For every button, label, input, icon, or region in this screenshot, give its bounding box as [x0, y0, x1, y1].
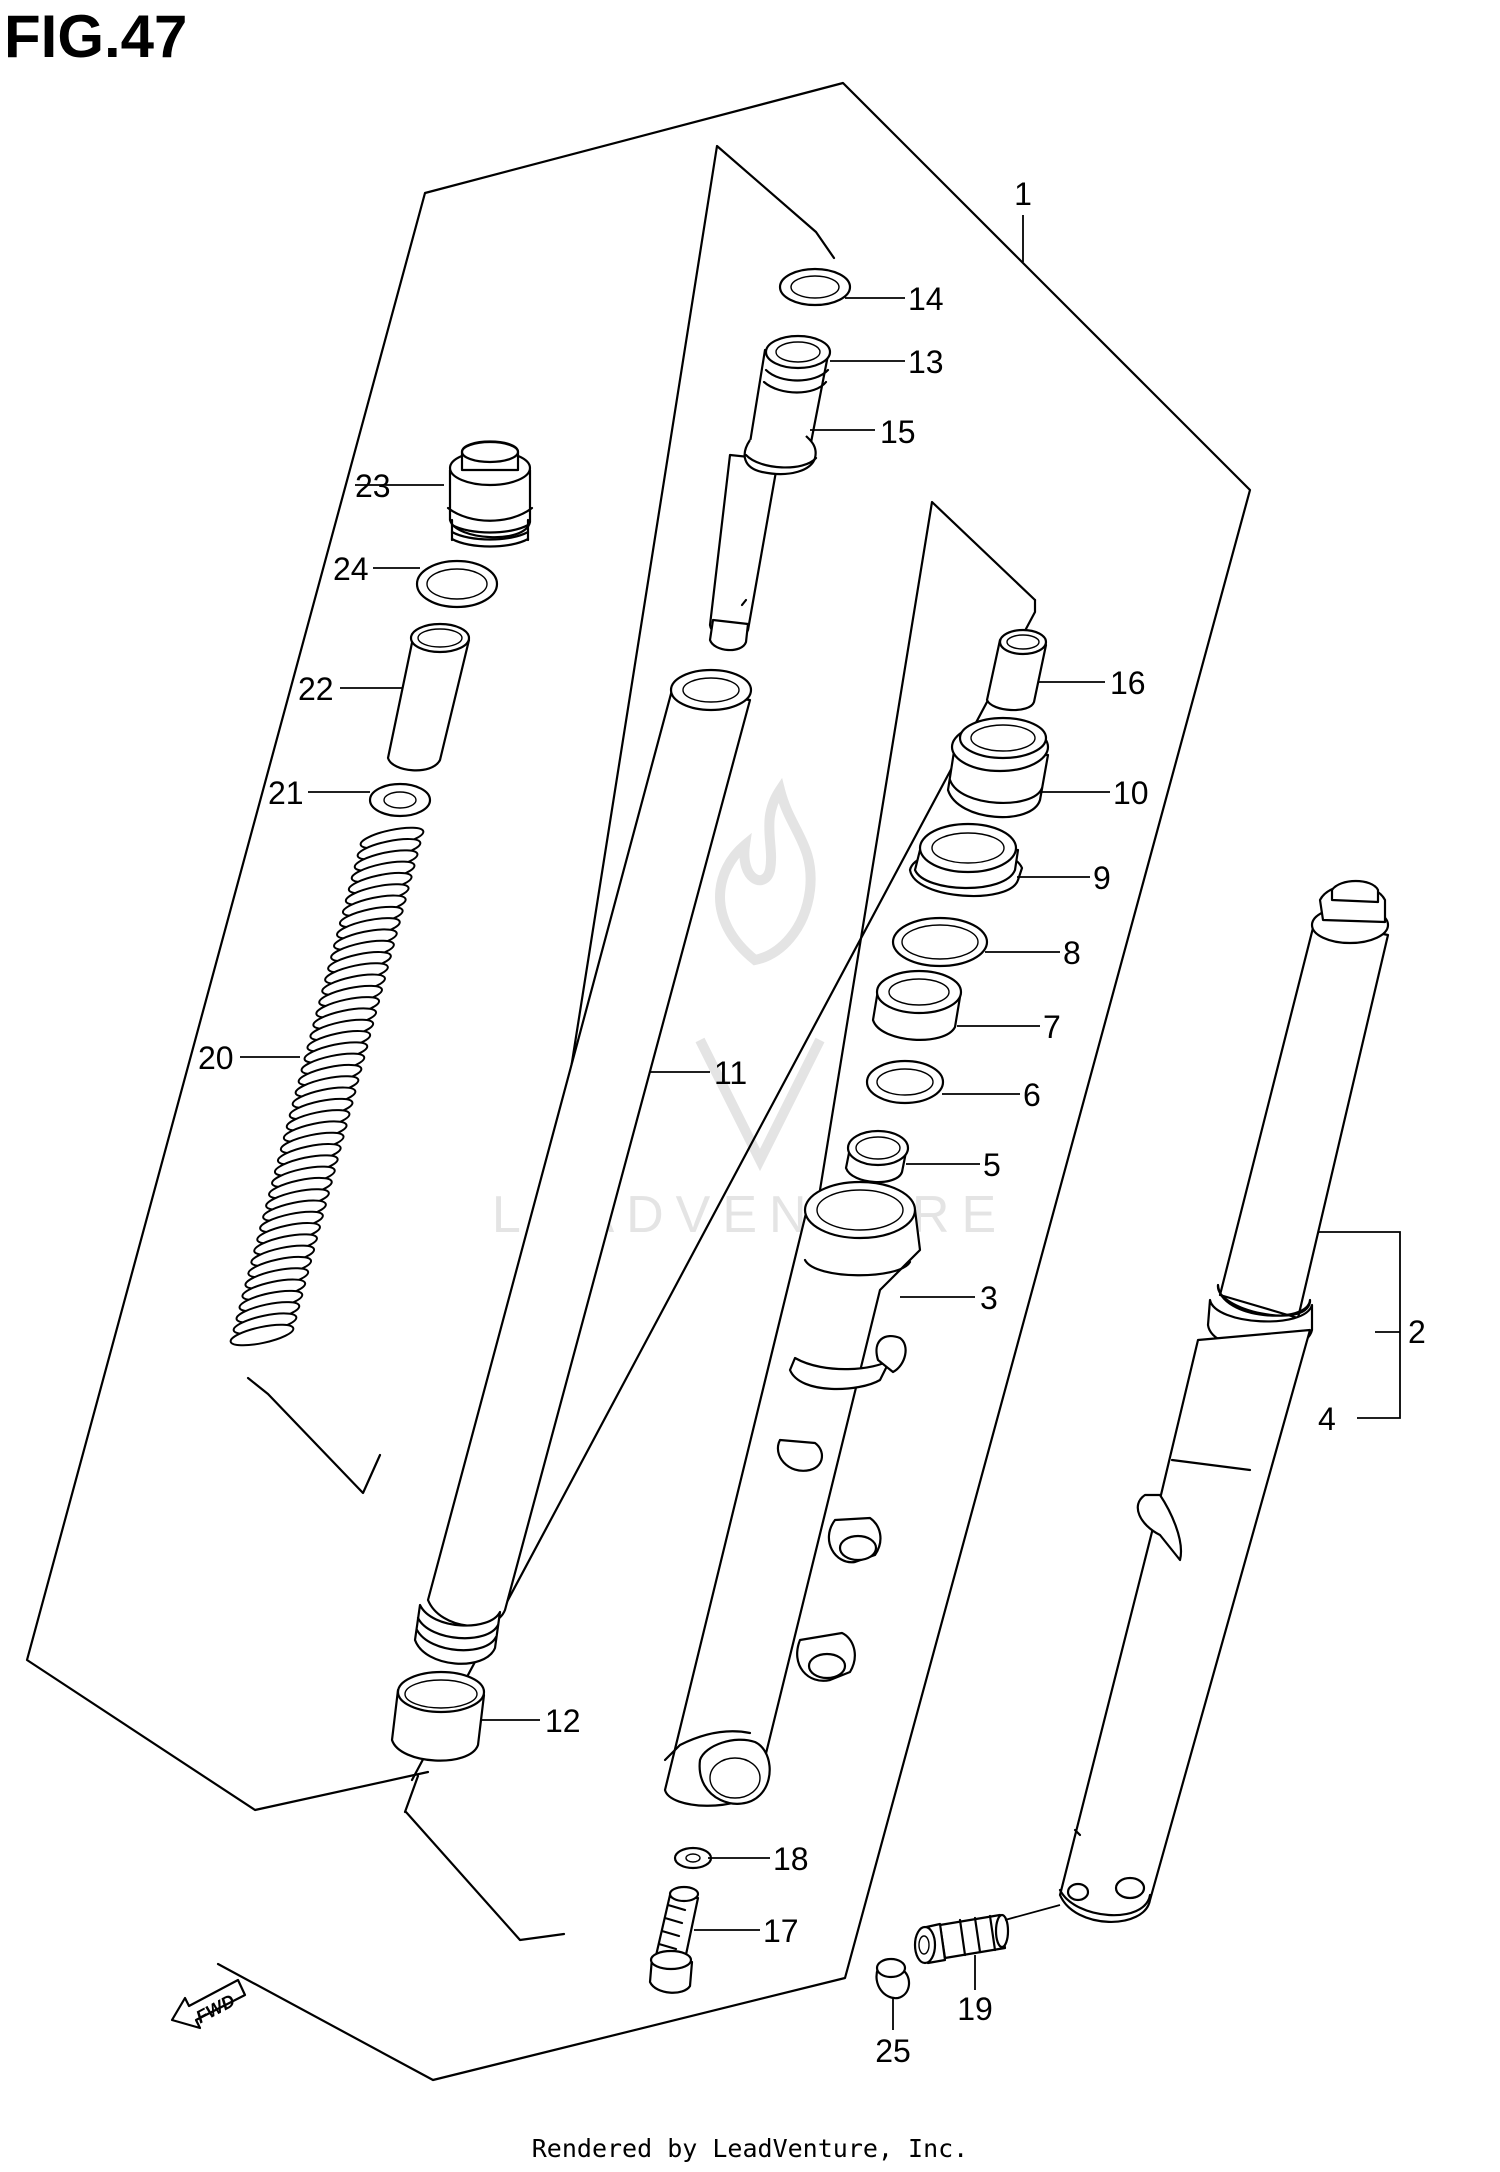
callout-22: 22 [298, 671, 334, 707]
part-11-inner-tube [413, 668, 753, 1665]
callout-11: 11 [714, 1055, 747, 1091]
callout-20: 20 [198, 1040, 234, 1076]
callout-9: 9 [1093, 860, 1111, 896]
callout-19: 19 [957, 1991, 993, 2027]
tube-group-bottom [404, 1810, 566, 1942]
watermark-flame-icon [695, 777, 825, 1172]
callout-7: 7 [1043, 1009, 1061, 1045]
part-8-ring [891, 916, 989, 968]
callout-23: 23 [355, 468, 391, 504]
callout-2: 2 [1408, 1314, 1426, 1350]
callout-14: 14 [908, 281, 944, 317]
part-9-retainer [908, 822, 1024, 898]
callout-12: 12 [545, 1703, 581, 1739]
part-24-o-ring [415, 559, 499, 609]
outer-outline [25, 81, 1252, 2082]
part-16-oil-lock [985, 628, 1048, 712]
fwd-arrow-icon: FWD [170, 1978, 247, 2030]
footer-credit: Rendered by LeadVenture, Inc. [531, 2134, 969, 2163]
part-17-bolt [648, 1885, 700, 1994]
callout-18: 18 [773, 1841, 809, 1877]
callout-21: 21 [268, 775, 304, 811]
callouts: 1 14 13 15 16 10 9 8 7 6 5 3 11 12 18 17… [198, 176, 1426, 2069]
part-13-damper-rod [708, 334, 832, 652]
part-5-bushing [844, 1129, 910, 1184]
spring-coil [229, 1323, 295, 1347]
part-14-ring [778, 267, 852, 307]
callout-3: 3 [980, 1280, 998, 1316]
outline-ring-group [818, 500, 1037, 1192]
callout-24: 24 [333, 551, 369, 587]
callout-25: 25 [875, 2033, 911, 2069]
part-2-fork-assembly [1058, 879, 1390, 1923]
spring-group-bottom [246, 1376, 382, 1495]
figure-title: FIG.47 [4, 3, 188, 70]
part-20-spring [229, 826, 425, 1347]
callout-6: 6 [1023, 1077, 1041, 1113]
callout-17: 17 [763, 1913, 799, 1949]
part-19-bolt [913, 1904, 1061, 1965]
callout-16: 16 [1110, 665, 1146, 701]
callout-4: 4 [1318, 1401, 1336, 1437]
part-3-outer-tube [663, 1180, 922, 1807]
callout-1: 1 [1014, 176, 1032, 212]
part-10-dust-seal [946, 716, 1050, 819]
part-18-washer [673, 1846, 713, 1870]
callout-13: 13 [908, 344, 944, 380]
part-21-washer [368, 782, 432, 818]
part-23-cap-bolt [446, 440, 534, 548]
inner-outline-mid [410, 598, 1037, 1782]
part-7-oil-seal [871, 969, 963, 1041]
callout-8: 8 [1063, 935, 1081, 971]
callout-15: 15 [880, 414, 916, 450]
callout-5: 5 [983, 1147, 1001, 1183]
part-22-spacer [386, 622, 471, 772]
inner-outline-lower [403, 1774, 420, 1814]
part-12-bushing [390, 1670, 486, 1762]
part-25-cap [875, 1957, 911, 2000]
leader-lines [240, 215, 1401, 2030]
callout-10: 10 [1113, 775, 1149, 811]
part-6-washer [865, 1059, 945, 1105]
